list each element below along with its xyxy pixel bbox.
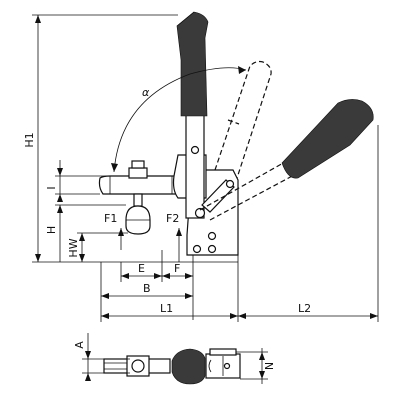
clamp-top-view: A N [73,333,276,385]
horizontal-dimensions: E F B L1 L2 [100,125,379,322]
open-handle-dashed [214,60,272,179]
swung-grip [281,99,374,179]
force-label-f2: F2 [166,212,179,225]
force-label-f1: F1 [104,212,117,225]
spindle-bolt-head [131,160,145,169]
dim-label-l1: L1 [160,302,173,315]
dim-label-l2: L2 [298,302,311,315]
swung-lever-dashed [199,161,297,221]
dim-label-b: B [143,282,151,295]
dim-label-h1: H1 [23,132,36,147]
dim-label-h: H [45,226,58,234]
top-view-grip [171,348,206,385]
lever-pivot [194,207,206,219]
base-hole-bottom-left [192,244,202,254]
spindle-nut [128,167,148,179]
dim-label-e: E [138,262,145,275]
dim-label-hw: HW [67,238,80,257]
handle-grip [176,11,209,117]
handle-lever [185,111,205,219]
base-hole-mid [207,231,217,241]
clamp-side-view [98,11,374,256]
dim-label-f: F [174,262,180,275]
spindle-shaft [133,193,143,207]
angle-label-alpha: α [142,86,150,99]
dim-label-i: I [45,186,58,189]
angle-arc [113,67,247,173]
base-hole-bottom-right [207,244,217,254]
dim-label-a: A [73,341,86,349]
dim-label-n: N [263,362,276,370]
